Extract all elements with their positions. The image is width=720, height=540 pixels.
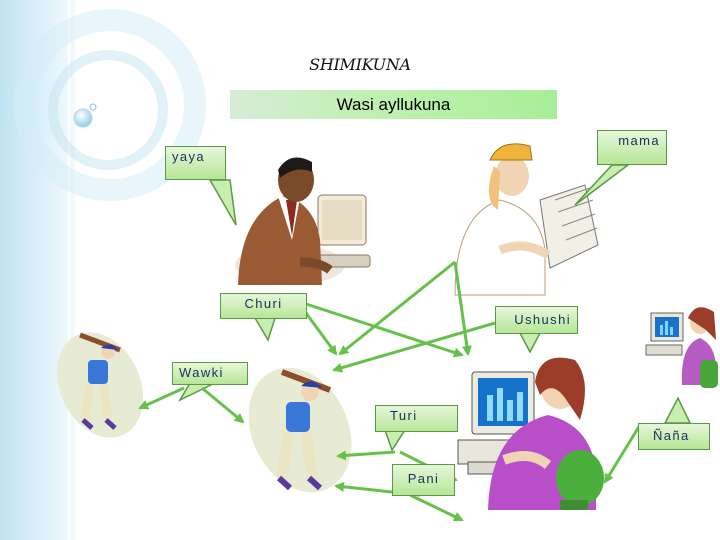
- callout-tails: [178, 164, 692, 452]
- slide-subtitle: Wasi ayllukuna: [230, 90, 557, 119]
- small-computer-woman-illustration: [645, 307, 718, 388]
- callout-wawki: Wawki: [172, 362, 248, 385]
- callout-label: Wawki: [179, 365, 224, 380]
- callout-label: Pani: [407, 471, 440, 486]
- callout-label: mama: [618, 133, 660, 148]
- callout-churi: Churi: [220, 293, 307, 319]
- callout-turi: Turi: [375, 405, 458, 432]
- callout-label: yaya: [172, 149, 206, 164]
- callout-ushushi: Ushushi: [495, 306, 578, 334]
- callout-nana: Ñaña: [638, 423, 710, 450]
- slide-title: SHIMIKUNA: [309, 55, 411, 74]
- callout-yaya: yaya: [165, 146, 226, 180]
- callout-label: Turi: [390, 408, 418, 423]
- decorative-circles: [14, 9, 206, 201]
- callout-label: Churi: [244, 296, 283, 311]
- computer-woman-illustration: [457, 357, 604, 510]
- office-worker-illustration: [235, 157, 371, 285]
- callout-label: Ñaña: [653, 428, 690, 443]
- sidebar-divider: [68, 0, 70, 540]
- baseball-player-1-illustration: [56, 332, 144, 438]
- callout-mama: mama: [597, 130, 667, 165]
- baseball-player-2-illustration: [248, 367, 352, 493]
- callout-pani: Pani: [392, 464, 455, 496]
- decorative-sidebar: [0, 0, 75, 540]
- engineer-woman-illustration: [454, 143, 599, 296]
- callout-label: Ushushi: [514, 312, 571, 327]
